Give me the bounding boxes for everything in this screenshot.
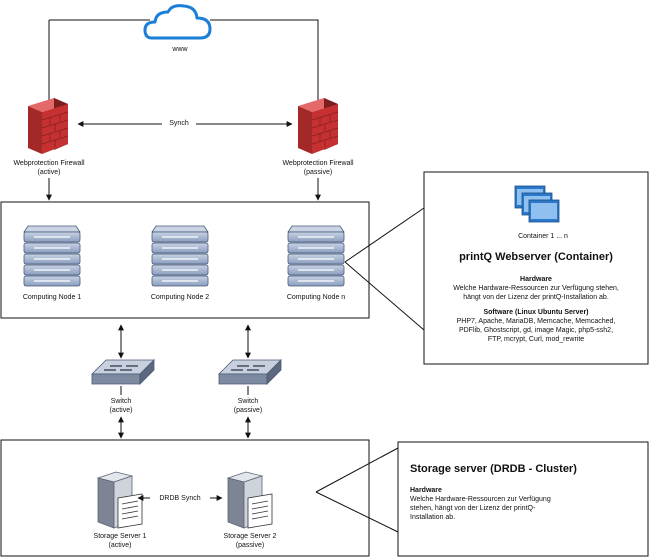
server-icon xyxy=(23,225,81,287)
storage-hardware-heading: Hardware xyxy=(410,487,442,494)
switch-icon xyxy=(218,359,282,385)
webserver-software-line1: PHP7, Apache, MariaDB, Memcache, Memcach… xyxy=(456,318,616,325)
storage-server-label-passive: Storage Server 2 (passive) xyxy=(210,532,290,550)
switch-label-line1: Switch xyxy=(110,398,132,405)
firewall-label-passive: Webprotection Firewall (passive) xyxy=(269,159,367,177)
switch-label-line2: (passive) xyxy=(233,407,263,414)
firewall-to-nodes-arrows xyxy=(46,178,321,201)
switch-label-active: Switch (active) xyxy=(101,397,141,415)
container-icon xyxy=(514,185,560,223)
webserver-hardware-line2: hängt von der Lizenz der printQ-Installa… xyxy=(463,294,609,301)
container-label: Container 1 ... n xyxy=(518,233,568,240)
nodes-to-switches-arrows xyxy=(118,324,251,359)
computing-node-label: Computing Node n xyxy=(286,294,346,301)
storage-hardware-line3: Installation ab. xyxy=(410,514,456,521)
webserver-software-heading: Software (Linux Ubuntu Server) xyxy=(483,309,589,316)
computing-node-label: Computing Node 2 xyxy=(150,294,210,301)
firewall-icon xyxy=(28,98,69,154)
webserver-hardware-line1: Welche Hardware-Ressourcen zur Verfügung… xyxy=(453,285,619,292)
switch-label-line1: Switch xyxy=(237,398,259,405)
storage-server-label-line1: Storage Server 2 xyxy=(223,533,277,540)
server-icon xyxy=(151,225,209,287)
storage-hardware-line2: stehen, hängt von der Lizenz der printQ- xyxy=(410,505,536,512)
cloud-connection-lines xyxy=(46,19,321,109)
server-icon xyxy=(287,225,345,287)
storage-server-icon xyxy=(96,471,143,529)
firewall-label-line2: (active) xyxy=(37,169,61,176)
firewall-label-line2: (passive) xyxy=(303,169,333,176)
webserver-callout-title: printQ Webserver (Container) xyxy=(459,251,613,263)
webserver-hardware-heading: Hardware xyxy=(520,276,552,283)
firewall-icon xyxy=(298,98,339,154)
webserver-software-line2: PDFlib, Ghostscript, gd, image Magic, ph… xyxy=(458,327,614,334)
firewall-label-line1: Webprotection Firewall xyxy=(282,160,354,167)
storage-callout-title: Storage server (DRDB - Cluster) xyxy=(410,463,577,475)
storage-server-icon xyxy=(226,471,273,529)
storage-server-label-line1: Storage Server 1 xyxy=(93,533,147,540)
switch-label-passive: Switch (passive) xyxy=(228,397,268,415)
computing-nodes-box xyxy=(0,201,370,319)
computing-node-label: Computing Node 1 xyxy=(22,294,82,301)
switches-to-storage-arrows xyxy=(118,386,251,439)
firewall-label-line1: Webprotection Firewall xyxy=(13,160,85,167)
synch-label: Synch xyxy=(162,119,196,128)
drbd-synch-label: DRDB Synch xyxy=(159,495,201,502)
storage-server-label-active: Storage Server 1 (active) xyxy=(80,532,160,550)
webserver-software-line3: FTP, mcrypt, Curl, mod_rewrite xyxy=(487,336,585,343)
storage-server-label-line2: (active) xyxy=(108,542,132,549)
storage-callout-box xyxy=(397,441,649,557)
storage-callout-pointer xyxy=(315,447,399,533)
storage-server-label-line2: (passive) xyxy=(235,542,265,549)
cloud-label: www xyxy=(172,46,188,53)
synch-label-text: Synch xyxy=(169,120,189,127)
firewall-label-active: Webprotection Firewall (active) xyxy=(0,159,98,177)
switch-icon xyxy=(91,359,155,385)
storage-hardware-line1: Welche Hardware-Ressourcen zur Verfügung xyxy=(410,496,551,503)
webserver-callout-pointer xyxy=(344,207,425,331)
switch-label-line2: (active) xyxy=(109,407,133,414)
cloud-icon xyxy=(143,4,212,40)
storage-box xyxy=(0,439,370,557)
